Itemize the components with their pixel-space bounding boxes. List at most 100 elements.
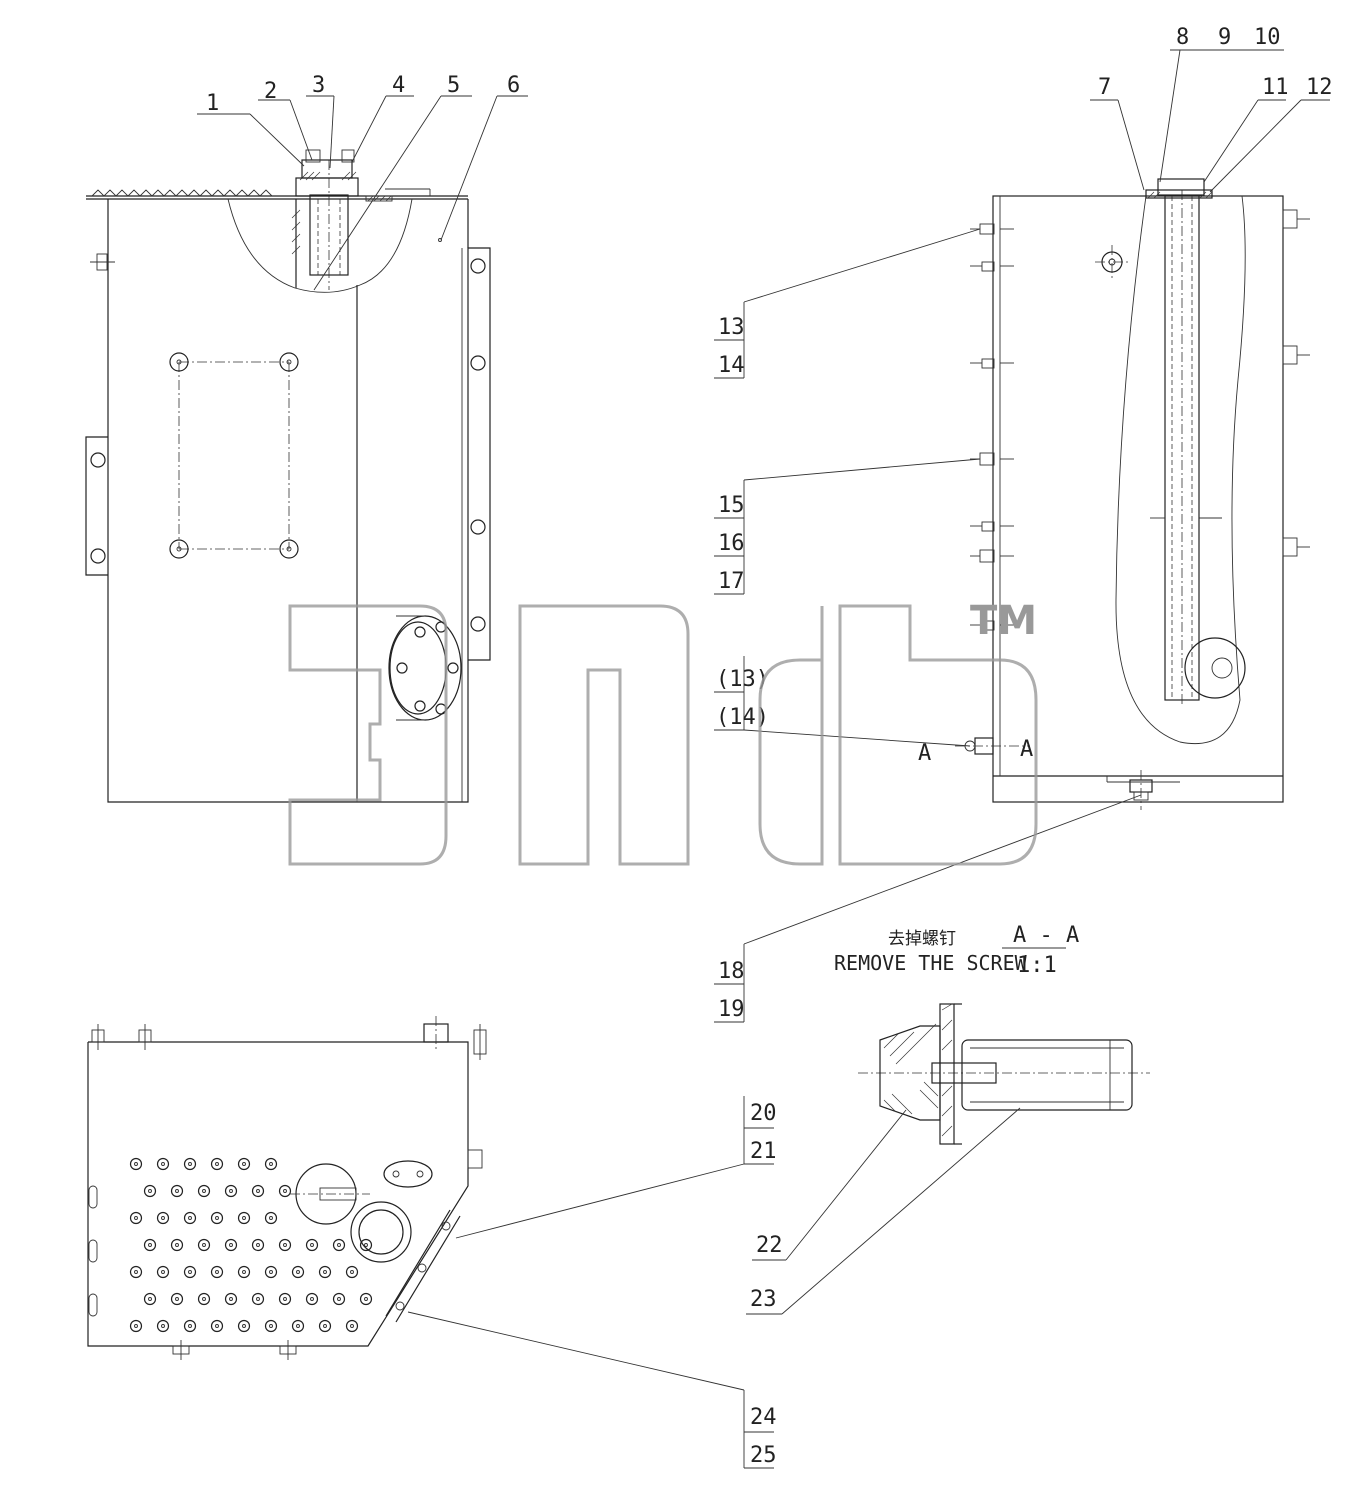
perforation-hole <box>359 1292 373 1306</box>
perforation-hole <box>197 1238 211 1252</box>
section-mark-right: A <box>1020 737 1033 762</box>
perforation-center <box>202 1243 206 1247</box>
callout-17: 17 <box>718 569 745 594</box>
callout-20: 20 <box>750 1101 777 1126</box>
perforation-hole <box>291 1319 305 1333</box>
perforation-hole <box>129 1157 143 1171</box>
callout-15: 15 <box>718 493 745 518</box>
perforation-hole <box>197 1292 211 1306</box>
callout-11: 11 <box>1262 75 1289 100</box>
section-view-title: A - A <box>1013 923 1079 948</box>
perforation-center <box>148 1243 152 1247</box>
perforation-center <box>256 1243 260 1247</box>
perforation-hole <box>237 1319 251 1333</box>
perforation-hole <box>264 1211 278 1225</box>
perforation-center <box>161 1270 165 1274</box>
perforation-center <box>215 1216 219 1220</box>
perforation-center <box>350 1324 354 1328</box>
perforation-center <box>161 1324 165 1328</box>
perforation-center <box>175 1297 179 1301</box>
perforation-center <box>269 1324 273 1328</box>
perforation-center <box>202 1297 206 1301</box>
perforation-hole <box>237 1265 251 1279</box>
perforation-hole <box>210 1265 224 1279</box>
callout-2: 2 <box>264 79 277 104</box>
perforation-hole <box>251 1184 265 1198</box>
perforation-center <box>269 1270 273 1274</box>
callout-4: 4 <box>392 73 405 98</box>
perforation-hole <box>251 1238 265 1252</box>
perforation-hole <box>156 1319 170 1333</box>
perforation-center <box>161 1216 165 1220</box>
perforation-hole <box>264 1319 278 1333</box>
callout-9: 9 <box>1218 25 1231 50</box>
perforation-center <box>310 1297 314 1301</box>
perforation-center <box>229 1189 233 1193</box>
perforation-center <box>242 1324 246 1328</box>
perforation-hole <box>183 1319 197 1333</box>
perforation-hole <box>156 1211 170 1225</box>
perforation-hole <box>183 1157 197 1171</box>
perforation-center <box>202 1189 206 1193</box>
perforation-center <box>256 1297 260 1301</box>
perforation-hole <box>210 1157 224 1171</box>
perforation-hole <box>332 1238 346 1252</box>
perforation-hole <box>170 1292 184 1306</box>
perforation-hole <box>129 1319 143 1333</box>
perforation-center <box>215 1162 219 1166</box>
perforation-center <box>310 1243 314 1247</box>
callout-23: 23 <box>750 1287 777 1312</box>
perforation-center <box>296 1270 300 1274</box>
perforation-center <box>161 1162 165 1166</box>
perforation-center <box>337 1297 341 1301</box>
perforation-hole <box>305 1238 319 1252</box>
perforation-center <box>188 1270 192 1274</box>
perforation-hole <box>278 1292 292 1306</box>
perforation-hole <box>264 1157 278 1171</box>
perforation-center <box>242 1270 246 1274</box>
callout-16: 16 <box>718 531 745 556</box>
callout-1: 1 <box>206 91 219 116</box>
section-mark-left: A <box>918 741 931 766</box>
perforation-center <box>148 1189 152 1193</box>
callout-3: 3 <box>312 73 325 98</box>
perforation-hole <box>197 1184 211 1198</box>
perforation-center <box>188 1216 192 1220</box>
perforation-center <box>323 1324 327 1328</box>
callout-22: 22 <box>756 1233 783 1258</box>
perforation-center <box>350 1270 354 1274</box>
perforation-hole <box>210 1211 224 1225</box>
perforation-center <box>148 1297 152 1301</box>
perforation-hole <box>156 1157 170 1171</box>
perforation-hole <box>210 1319 224 1333</box>
callout-7: 7 <box>1098 75 1111 100</box>
perforation-center <box>283 1189 287 1193</box>
perforation-center <box>364 1243 368 1247</box>
perforation-center <box>134 1162 138 1166</box>
perforation-hole <box>251 1292 265 1306</box>
perforation-hole <box>129 1265 143 1279</box>
callout-19: 19 <box>718 997 745 1022</box>
perforation-center <box>364 1297 368 1301</box>
perforation-center <box>242 1162 246 1166</box>
perforation-hole <box>143 1238 157 1252</box>
studs <box>970 223 1014 631</box>
perforation-hole <box>278 1238 292 1252</box>
perforation-hole <box>278 1184 292 1198</box>
perforation-center <box>323 1270 327 1274</box>
perforation-hole <box>359 1238 373 1252</box>
callout-12: 12 <box>1306 75 1333 100</box>
perforation-hole <box>129 1211 143 1225</box>
callout-10: 10 <box>1254 25 1281 50</box>
perforation-center <box>296 1324 300 1328</box>
callout-14: 14 <box>718 353 745 378</box>
perforation-hole <box>143 1184 157 1198</box>
perforation-center <box>175 1243 179 1247</box>
perforation-center <box>229 1243 233 1247</box>
perforation-hole <box>332 1292 346 1306</box>
perforation-hole <box>224 1238 238 1252</box>
perforation-center <box>215 1270 219 1274</box>
note-remove-screw: REMOVE THE SCREW <box>834 951 1028 975</box>
perforation-center <box>175 1189 179 1193</box>
